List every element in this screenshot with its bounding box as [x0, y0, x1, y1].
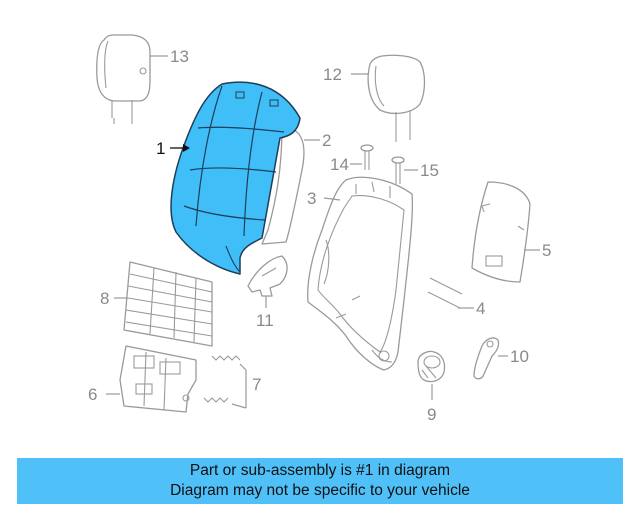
lever-part-10: 10	[473, 337, 529, 380]
seatback-panel-part-2: 2	[261, 125, 331, 245]
callout-13: 13	[170, 47, 189, 66]
callout-10: 10	[510, 347, 529, 366]
callout-9: 9	[427, 405, 436, 424]
knob-part-9: 9	[417, 350, 446, 424]
callout-1: 1	[156, 139, 165, 158]
bolt-part-14: 14	[330, 144, 374, 174]
callout-4: 4	[476, 299, 485, 318]
bolt-part-15: 15	[391, 156, 439, 184]
headrest-part-12: 12	[323, 54, 426, 142]
seatback-cover-part-1: 1	[156, 81, 301, 275]
headrest-part-13: 13	[96, 34, 189, 124]
lumbar-plate-part-6: 6	[88, 345, 197, 413]
seatback-frame-part-3: 3	[307, 176, 414, 371]
callout-6: 6	[88, 385, 97, 404]
banner-line-1: Part or sub-assembly is #1 in diagram	[189, 462, 451, 479]
info-banner: Part or sub-assembly is #1 in diagram Di…	[17, 458, 623, 504]
bracket-part-11: 11	[247, 255, 288, 330]
rod-part-4: 4	[427, 277, 485, 318]
spring-part-7: 7	[203, 355, 261, 409]
mesh-part-8: 8	[100, 261, 213, 347]
callout-3: 3	[307, 189, 316, 208]
callout-8: 8	[100, 289, 109, 308]
banner-line-2: Diagram may not be specific to your vehi…	[170, 482, 470, 499]
parts-diagram: 13 12 2 1 11 14	[88, 34, 551, 424]
callout-14: 14	[330, 155, 349, 174]
callout-15: 15	[420, 161, 439, 180]
callout-12: 12	[323, 65, 342, 84]
callout-7: 7	[252, 375, 261, 394]
callout-2: 2	[322, 131, 331, 150]
callout-11: 11	[256, 311, 274, 330]
panel-part-5: 5	[471, 181, 551, 283]
callout-5: 5	[542, 241, 551, 260]
